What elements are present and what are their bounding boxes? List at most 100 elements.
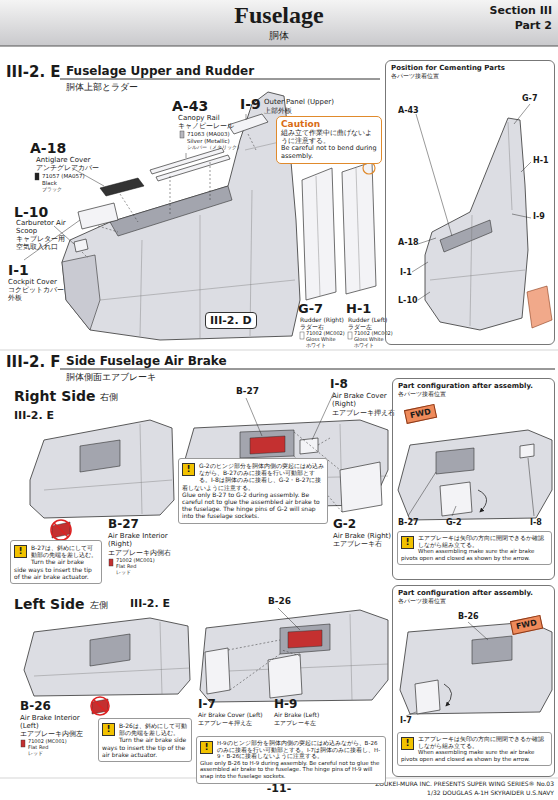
callout-number: G-7 (522, 94, 537, 103)
callout-number: Right Side (14, 388, 96, 404)
callout-number: Side Fuselage Air Brake (66, 355, 227, 369)
drawing-stroke (440, 482, 472, 516)
box-heading: ! (200, 741, 213, 754)
label-text: 左側 (90, 600, 108, 610)
box-heading: FWD (515, 618, 537, 632)
callout-number: B-27 (236, 386, 259, 396)
label-text: Air Brake (Right) (333, 532, 391, 540)
caution-box: Caution組み立て作業中に曲げないように注意する。Be careful no… (276, 116, 382, 164)
box-text: Glue only B-26 to H-9 during assembly. B… (200, 760, 382, 780)
drawing-stroke (400, 622, 552, 714)
callout-number: Section III (490, 5, 552, 18)
box-text: When assembling make sure the air brake … (401, 548, 548, 561)
callout-number: I-7 (400, 716, 412, 725)
callout-number: L-10 (14, 204, 48, 220)
callout-number: G-7 (298, 302, 323, 317)
drawing-stroke (228, 640, 300, 690)
callout-number: -11- (267, 783, 291, 796)
callout-number: I-9 (240, 96, 261, 112)
box-text: 各パーツ接着位置 (391, 72, 549, 79)
drawing-stroke (342, 162, 376, 294)
label-text: 1/32 DOUGLAS A-1H SKYRAIDER U.S.NAVY (427, 790, 554, 797)
box-heading: III-2. D (210, 314, 252, 327)
callout-number: III-2. E (14, 410, 54, 423)
drawing-stroke (288, 630, 322, 648)
drawing-stroke (268, 654, 302, 698)
label-text: エアブレーキ内側右 (108, 549, 171, 557)
callout-number: III-2. F (6, 354, 61, 371)
drawing-stroke (412, 104, 531, 300)
drawing-stroke (35, 173, 39, 180)
drawing-stroke (52, 522, 70, 538)
drawing-stroke (180, 131, 184, 138)
callout-number: A-43 (398, 106, 419, 115)
label-text: ZOUKEI-MURA INC. PRESENTS SUPER WING SER… (375, 781, 554, 788)
box-text: B-26は、斜めにして可動部の先端を差し込む。 (102, 722, 188, 736)
box-heading: ! (14, 545, 27, 558)
label-text: 71063 (MA003) (187, 131, 230, 137)
note-box: !H-9のヒンジ部分を胴体内側の突起にはめ込みながら、B-26のみに接着を行い可… (196, 736, 386, 784)
drawing-stroke (300, 332, 304, 339)
label-text: レッド (28, 751, 43, 757)
callout-number: A-18 (398, 238, 419, 247)
label-text: Air Brake Cover (Right) (332, 392, 392, 408)
drawing-stroke (316, 168, 360, 296)
label-text: キャノピーレール (178, 122, 234, 130)
label-text: エアブレーキ内側左 (20, 730, 83, 738)
drawing-stroke (300, 438, 318, 454)
drawing-stroke (472, 636, 512, 664)
drawing-stroke (60, 369, 555, 370)
drawing-stroke (156, 155, 230, 181)
label-text: Air Brake Interior (Left) (20, 714, 86, 730)
callout-number: Left Side (14, 596, 84, 612)
box-text: G-2のヒンジ部分を胴体内側の突起にはめ込みながら、B-27のみに接着を行い可動… (182, 462, 324, 491)
drawing-stroke (0, 0, 558, 46)
figure-panel: Position for Cementing Parts各パーツ接着位置 (385, 60, 555, 345)
label-text: ホワイト (354, 343, 374, 349)
drawing-stroke (92, 699, 108, 714)
note-box: !エアブレーキは矢印の方向に開閉できるか確認しながら組み立てる。When ass… (397, 732, 552, 766)
drawing-stroke (60, 79, 380, 80)
callout-number: I-8 (330, 378, 348, 392)
drawing-stroke (302, 168, 336, 300)
label-text: Air Brake Cover (Left) (198, 712, 263, 719)
drawing-stroke (44, 424, 172, 514)
label-text: 胴体 (269, 30, 289, 42)
box-heading: Position for Cementing Parts (391, 64, 549, 72)
box-text: When assembling make sure the air brake … (401, 749, 548, 762)
label-text: Silver (Metallic) (187, 138, 230, 144)
callout-number: I-9 (533, 212, 545, 221)
note-box: !B-26は、斜めにして可動部の先端を差し込む。Turn the air bra… (98, 718, 192, 762)
label-text: Rudder (Right) (300, 317, 344, 324)
label-text: Outer Panel (Upper) (264, 98, 334, 106)
callout-number: Part 2 (515, 20, 552, 33)
callout-number: B-26 (458, 612, 479, 621)
callout-number: G-2 (333, 518, 356, 532)
callout-number: L-10 (398, 296, 418, 305)
box-text: エアブレーキは矢印の方向に開閉できるか確認しながら組み立てる。 (401, 736, 548, 749)
label-text: 71002 (MC002) (354, 331, 393, 337)
drawing-stroke (440, 220, 492, 252)
drawing-stroke (436, 448, 474, 474)
box-text: 組み立て作業中に曲げないように注意する。 (281, 130, 377, 146)
callout-number: B-27 (108, 518, 139, 532)
callout-number: G-2 (446, 518, 461, 527)
label-text: 71002 (MC002) (306, 331, 345, 337)
label-text: アンチグレアカバー (36, 164, 99, 172)
drawing-stroke (90, 634, 130, 666)
label-text: Air Brake Interior (Right) (108, 532, 180, 548)
drawing-stroke (0, 350, 558, 351)
drawing-stroke (78, 203, 118, 229)
drawing-stroke (340, 462, 382, 512)
label-text: Gloss White (354, 337, 384, 343)
drawing-stroke (205, 648, 230, 694)
drawing-stroke (280, 624, 330, 654)
label-text: シルバー（メタリック） (187, 145, 242, 151)
callout-number: B-26 (268, 596, 291, 606)
box-heading: FWD (409, 407, 431, 421)
drawing-stroke (250, 436, 285, 454)
callout-number: H-1 (533, 156, 549, 165)
drawing-stroke (398, 430, 552, 520)
callout-number: I-1 (8, 262, 29, 278)
drawing-stroke (0, 46, 558, 47)
